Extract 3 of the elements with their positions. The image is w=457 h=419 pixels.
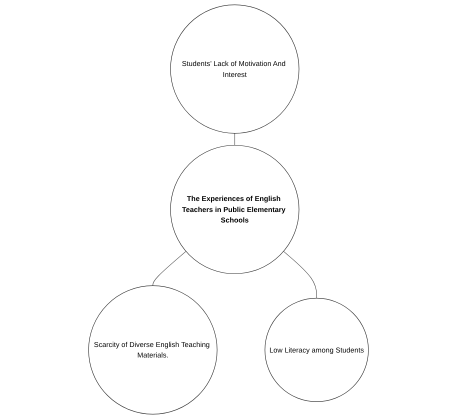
connector: [234, 132, 236, 146]
connector: [283, 251, 317, 299]
connector: [152, 251, 186, 286]
